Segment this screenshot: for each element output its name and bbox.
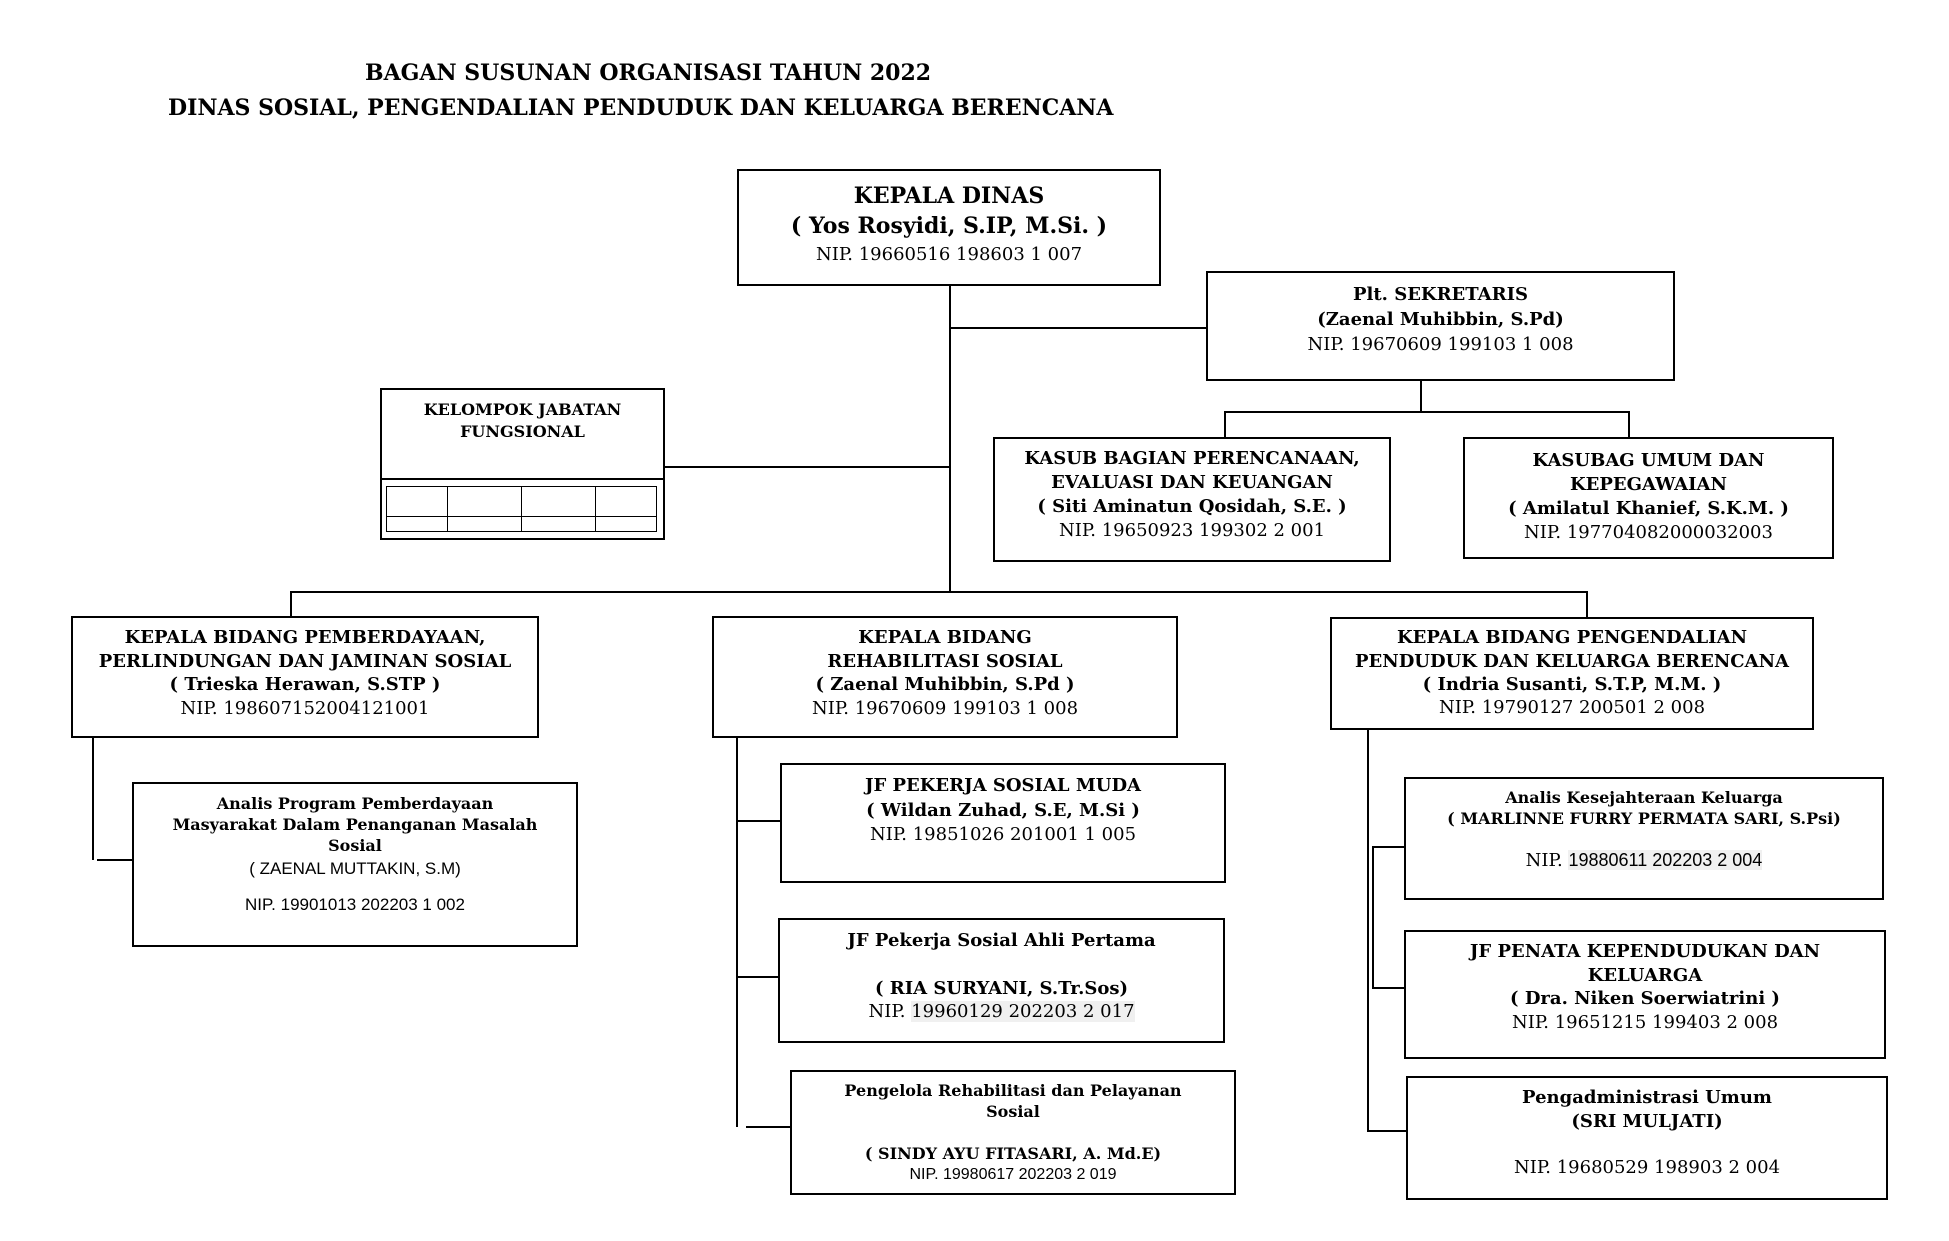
connector-subbag-left-drop [1224, 411, 1226, 439]
bidang-rehabilitasi-role-line1: KEPALA BIDANG [858, 627, 1032, 648]
bidang-pemberdayaan-role-line2: PERLINDUNGAN DAN JAMINAN SOSIAL [98, 650, 512, 672]
kasub-perencanaan-name: ( Siti Aminatun Qosidah, S.E. ) [1037, 496, 1347, 518]
pengadministrasi-name: (SRI MULJATI) [1571, 1110, 1723, 1132]
connector-pengendalian-to-pengadministrasi [1367, 1130, 1407, 1132]
connector-rehabilitasi-vertical [736, 737, 738, 1127]
kasubag-umum-role-line1: KASUBAG UMUM DAN [1532, 450, 1765, 471]
connector-rehabilitasi-to-pengelola [746, 1126, 791, 1128]
analis-program-role-line1: Analis Program Pemberdayaan [216, 794, 494, 813]
connector-main-vertical [949, 285, 951, 593]
kasubag-umum-name: ( Amilatul Khanief, S.K.M. ) [1508, 498, 1789, 520]
analis-program-nip: NIP. 19901013 202203 1 002 [245, 894, 465, 914]
fungsional-table [386, 486, 657, 532]
pengadministrasi-box: Pengadministrasi Umum (SRI MULJATI) NIP.… [1406, 1076, 1888, 1200]
kelompok-fungsional-line1: KELOMPOK JABATAN [423, 400, 622, 419]
connector-pengendalian-to-penata [1372, 987, 1405, 989]
jf-penata-role-line1: JF PENATA KEPENDUDUKAN DAN [1469, 941, 1821, 962]
pengadministrasi-nip: NIP. 19680529 198903 2 004 [1513, 1157, 1781, 1179]
jf-pekerja-pertama-nip-prefix: NIP. [868, 1001, 906, 1023]
kasub-perencanaan-nip: NIP. 19650923 199302 2 001 [1058, 519, 1326, 541]
jf-pekerja-muda-role: JF PEKERJA SOSIAL MUDA [864, 775, 1142, 796]
bidang-rehabilitasi-nip: NIP. 19670609 199103 1 008 [811, 697, 1079, 719]
jf-pekerja-muda-box: JF PEKERJA SOSIAL MUDA ( Wildan Zuhad, S… [780, 763, 1226, 883]
jf-pekerja-pertama-role: JF Pekerja Sosial Ahli Pertama [847, 930, 1156, 951]
page-title-line1: BAGAN SUSUNAN ORGANISASI TAHUN 2022 [365, 60, 932, 86]
analis-kesejahteraan-nip: 19880611 202203 2 004 [1568, 850, 1763, 871]
analis-kesejahteraan-box: Analis Kesejahteraan Keluarga ( MARLINNE… [1404, 777, 1884, 900]
jf-penata-name: ( Dra. Niken Soerwiatrini ) [1510, 988, 1780, 1010]
connector-pemberdayaan-vertical [92, 737, 94, 860]
analis-program-box: Analis Program Pemberdayaan Masyarakat D… [132, 782, 578, 947]
pengelola-rehabilitasi-box: Pengelola Rehabilitasi dan Pelayanan Sos… [790, 1070, 1236, 1195]
connector-rehabilitasi-to-jf-muda [736, 820, 780, 822]
pengadministrasi-role: Pengadministrasi Umum [1522, 1087, 1772, 1108]
bidang-pemberdayaan-nip: NIP. 198607152004121001 [180, 697, 430, 719]
analis-program-role-line3: Sosial [328, 836, 382, 856]
kasub-perencanaan-box: KASUB BAGIAN PERENCANAAN, EVALUASI DAN K… [993, 437, 1391, 562]
bidang-rehabilitasi-box: KEPALA BIDANG REHABILITASI SOSIAL ( Zaen… [712, 616, 1178, 738]
kepala-dinas-role: KEPALA DINAS [853, 183, 1045, 209]
connector-bidang-horizontal [290, 591, 1588, 593]
bidang-pengendalian-role-line2: PENDUDUK DAN KELUARGA BERENCANA [1354, 650, 1789, 672]
bidang-pemberdayaan-box: KEPALA BIDANG PEMBERDAYAAN, PERLINDUNGAN… [71, 616, 539, 738]
connector-subbag-horizontal [1224, 411, 1630, 413]
connector-to-fungsional [662, 466, 950, 468]
pengelola-rehabilitasi-name: ( SINDY AYU FITASARI, A. Md.E) [864, 1144, 1162, 1164]
page-title-line2: DINAS SOSIAL, PENGENDALIAN PENDUDUK DAN … [168, 95, 1114, 121]
sekretaris-nip: NIP. 19670609 199103 1 008 [1307, 334, 1574, 356]
bidang-pemberdayaan-name: ( Trieska Herawan, S.STP ) [169, 674, 441, 696]
jf-pekerja-muda-nip: NIP. 19851026 201001 1 005 [869, 824, 1137, 846]
connector-pemberdayaan-to-analis [97, 859, 134, 861]
connector-sekretaris-down [1420, 380, 1422, 412]
kelompok-fungsional-line2: FUNGSIONAL [460, 422, 585, 442]
sekretaris-name: (Zaenal Muhibbin, S.Pd) [1317, 308, 1564, 330]
kepala-dinas-box: KEPALA DINAS ( Yos Rosyidi, S.IP, M.Si. … [737, 169, 1161, 286]
kasub-perencanaan-role-line1: KASUB BAGIAN PERENCANAAN, [1024, 448, 1360, 469]
connector-pengendalian-vertical [1367, 729, 1369, 1131]
jf-pekerja-pertama-name: ( RIA SURYANI, S.Tr.Sos) [874, 977, 1129, 999]
jf-penata-box: JF PENATA KEPENDUDUKAN DAN KELUARGA ( Dr… [1404, 930, 1886, 1059]
jf-penata-role-line2: KELUARGA [1587, 964, 1703, 986]
connector-bidang-left-drop [290, 591, 292, 617]
kasubag-umum-nip: NIP. 197704082000032003 [1524, 521, 1773, 543]
kasubag-umum-role-line2: KEPEGAWAIAN [1570, 473, 1727, 495]
analis-program-role-line2: Masyarakat Dalam Penanganan Masalah [172, 815, 538, 835]
analis-kesejahteraan-role: Analis Kesejahteraan Keluarga [1505, 788, 1783, 807]
bidang-pengendalian-nip: NIP. 19790127 200501 2 008 [1438, 696, 1706, 718]
connector-bidang-right-drop [1586, 591, 1588, 618]
bidang-pengendalian-name: ( Indria Susanti, S.T.P, M.M. ) [1422, 674, 1722, 696]
kelompok-fungsional-box: KELOMPOK JABATAN FUNGSIONAL [380, 388, 665, 540]
fungsional-divider [382, 478, 663, 480]
bidang-pemberdayaan-role-line1: KEPALA BIDANG PEMBERDAYAAN, [124, 627, 486, 648]
analis-program-name: ( ZAENAL MUTTAKIN, S.M) [249, 858, 461, 878]
pengelola-rehabilitasi-role-line2: Sosial [986, 1102, 1040, 1122]
pengelola-rehabilitasi-nip: NIP. 19980617 202203 2 019 [909, 1165, 1117, 1183]
bidang-rehabilitasi-name: ( Zaenal Muhibbin, S.Pd ) [815, 674, 1075, 696]
kasub-perencanaan-role-line2: EVALUASI DAN KEUANGAN [1051, 471, 1333, 493]
analis-kesejahteraan-name: ( MARLINNE FURRY PERMATA SARI, S.Psi) [1447, 809, 1841, 829]
connector-rehabilitasi-to-jf-pertama [736, 976, 778, 978]
connector-to-sekretaris [950, 327, 1208, 329]
kepala-dinas-nip: NIP. 19660516 198603 1 007 [815, 243, 1083, 265]
sekretaris-role: Plt. SEKRETARIS [1352, 284, 1529, 305]
bidang-pengendalian-box: KEPALA BIDANG PENGENDALIAN PENDUDUK DAN … [1330, 617, 1814, 730]
connector-pengendalian-vertical-inner [1372, 846, 1374, 989]
bidang-pengendalian-role-line1: KEPALA BIDANG PENGENDALIAN [1396, 627, 1748, 648]
jf-penata-nip: NIP. 19651215 199403 2 008 [1511, 1011, 1779, 1033]
connector-pengendalian-to-analis [1372, 846, 1405, 848]
jf-pekerja-muda-name: ( Wildan Zuhad, S.E, M.Si ) [866, 799, 1140, 821]
analis-kesejahteraan-nip-prefix: NIP. [1525, 850, 1563, 872]
jf-pekerja-pertama-box: JF Pekerja Sosial Ahli Pertama ( RIA SUR… [778, 918, 1225, 1043]
kasubag-umum-box: KASUBAG UMUM DAN KEPEGAWAIAN ( Amilatul … [1463, 437, 1834, 559]
kepala-dinas-name: ( Yos Rosyidi, S.IP, M.Si. ) [790, 213, 1108, 240]
sekretaris-box: Plt. SEKRETARIS (Zaenal Muhibbin, S.Pd) … [1206, 271, 1675, 381]
connector-subbag-right-drop [1628, 411, 1630, 439]
pengelola-rehabilitasi-role-line1: Pengelola Rehabilitasi dan Pelayanan [844, 1081, 1182, 1100]
jf-pekerja-pertama-nip: 19960129 202203 2 017 [911, 1001, 1135, 1023]
bidang-rehabilitasi-role-line2: REHABILITASI SOSIAL [827, 650, 1063, 672]
